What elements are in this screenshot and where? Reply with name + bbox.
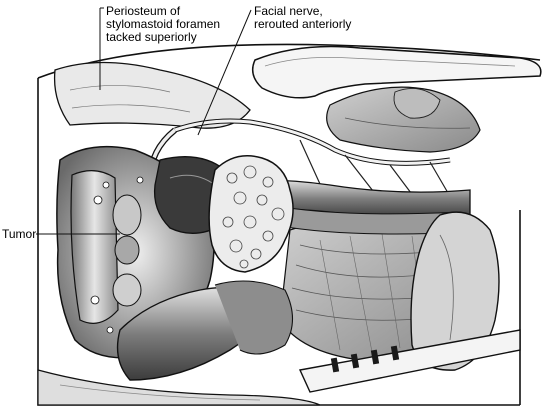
facial-nerve-label: Facial nerve, rerouted anteriorly <box>254 5 351 31</box>
retractor-blade-lower <box>298 329 521 393</box>
parotid-tissue <box>326 86 481 153</box>
right-skin-edge <box>410 211 500 371</box>
tumor-mass <box>208 155 294 273</box>
facial-nerve-label-line2: rerouted anteriorly <box>254 17 352 31</box>
lower-bone-mass <box>116 280 294 381</box>
tumor-label: Tumor <box>2 227 37 241</box>
upper-skin-flap <box>53 61 251 129</box>
periosteum-label-line3: tacked superiorly <box>106 30 197 44</box>
facial-nerve-leader-line <box>197 9 252 136</box>
facial-nerve-label-line1: Facial nerve, <box>254 4 323 18</box>
lower-skin-flap <box>37 369 321 406</box>
periosteum-label-line1: Periosteum of <box>106 4 181 18</box>
retractor-blade-upper <box>251 45 542 99</box>
periosteum-label-line2: stylomastoid foramen <box>106 17 221 31</box>
periosteum-label: Periosteum of stylomastoid foramen tacke… <box>106 5 220 44</box>
leader-lines <box>36 7 252 235</box>
